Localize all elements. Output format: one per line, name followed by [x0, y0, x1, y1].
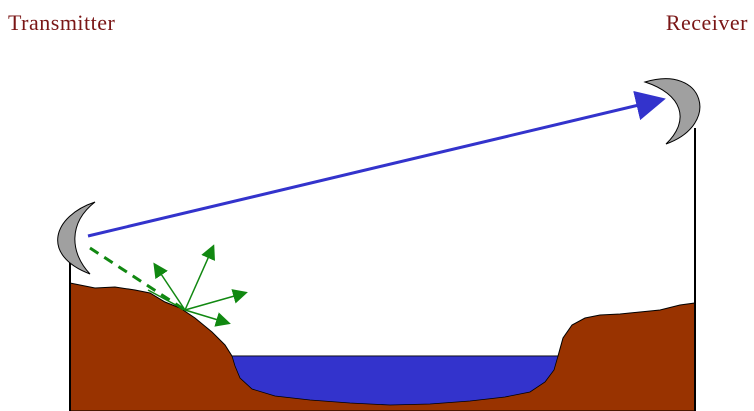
- receiver-antenna-icon: [643, 78, 701, 145]
- direct-ray-arrow: [87, 90, 666, 238]
- scatter-ray-right-up: [184, 289, 248, 311]
- scatter-ray-right: [184, 309, 231, 327]
- transmitter-label: Transmitter: [8, 10, 116, 35]
- transmitter-antenna-icon: [57, 201, 96, 275]
- scatter-ray-back-up: [153, 262, 186, 311]
- scatter-ray-up: [184, 244, 215, 311]
- scatter-ray-back: [147, 289, 186, 311]
- receiver-label: Receiver: [665, 10, 748, 35]
- ground-incident-ray: [89, 246, 186, 312]
- water-body: [231, 355, 559, 406]
